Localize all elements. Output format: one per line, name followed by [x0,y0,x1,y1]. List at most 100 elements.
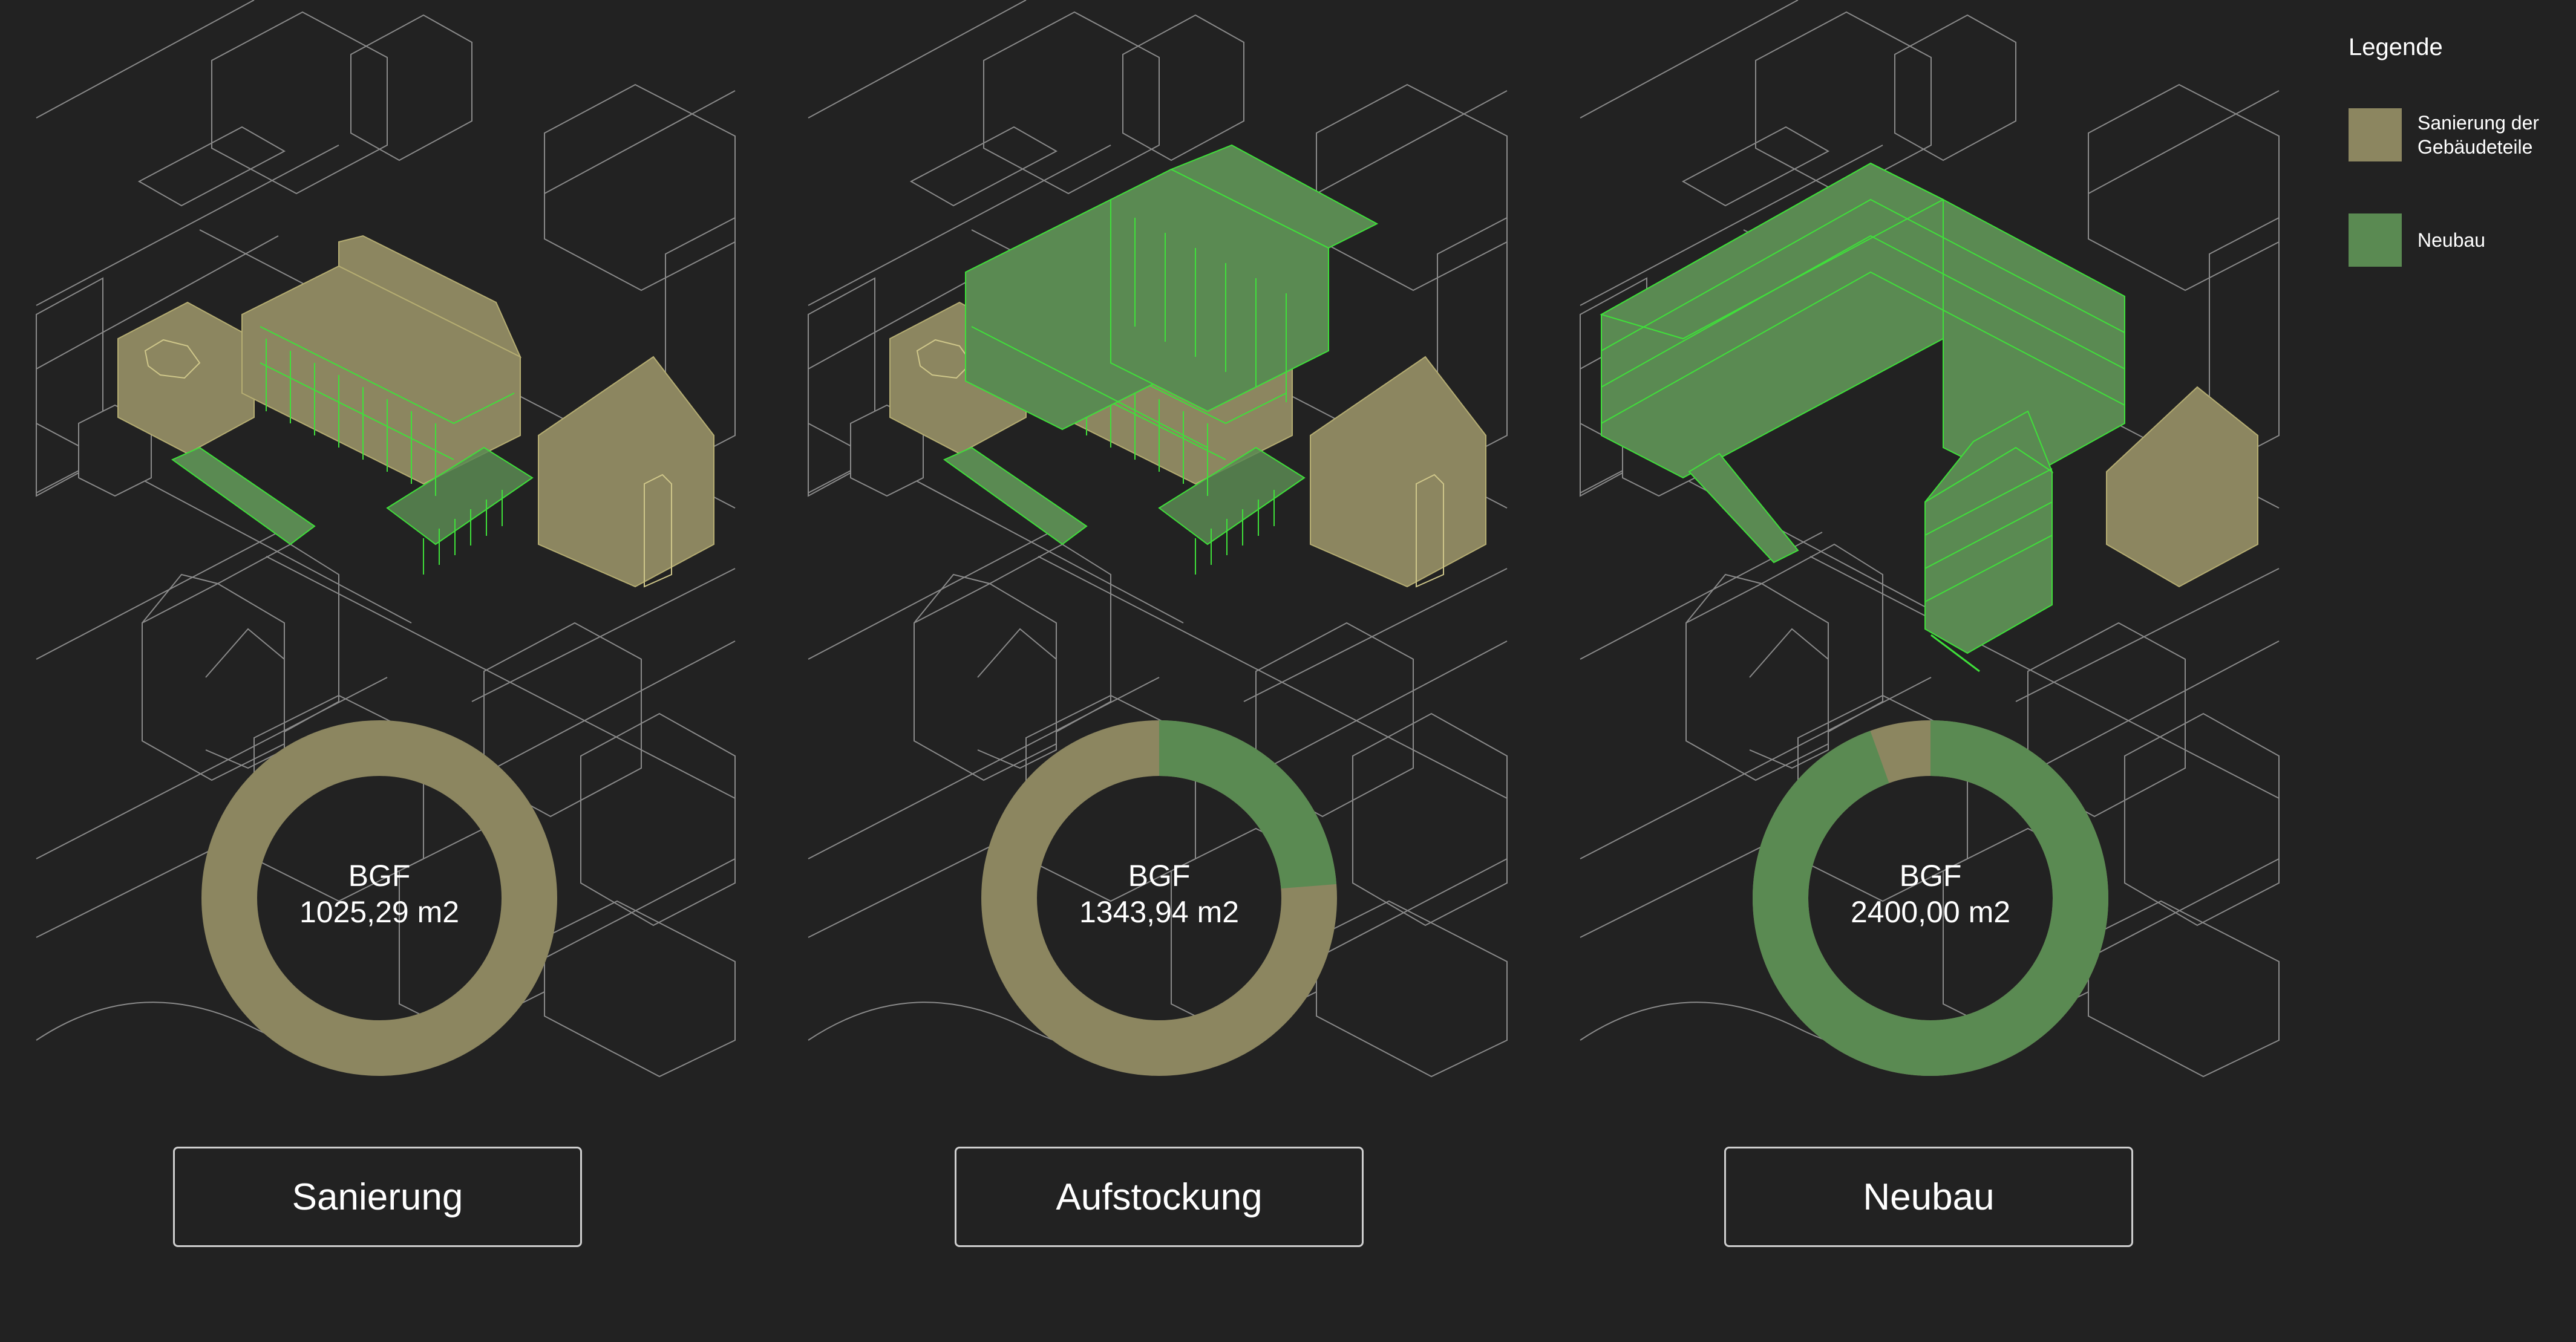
legend: Legende Sanierung der Gebäudeteile Neuba… [2349,34,2566,319]
sanierung-gable-house [2106,386,2258,588]
context-street-line [36,235,279,370]
scenario-panel-sanierung: BGF 1025,29 m2 Sanierung [0,0,736,1342]
neubau-storey-line [1601,198,2125,351]
sanierung-gable-house [1310,356,1486,588]
sanierung-left-wing [117,301,255,455]
context-street-line [1580,0,1799,119]
context-street-line [1580,145,1883,306]
canopy-roof [1158,446,1306,546]
context-street-line [1316,90,1508,194]
context-building [2088,83,2280,292]
context-building [1681,126,1830,207]
ground-edge [1930,634,1980,673]
canopy-roof [386,446,534,546]
context-building [350,14,472,161]
legend-label-sanierung: Sanierung der Gebäudeteile [2417,112,2540,158]
context-small-box [850,404,924,497]
structure-frame-top [260,326,515,425]
context-building [580,712,736,927]
context-building [1755,11,1932,195]
context-street-line [808,840,1002,938]
context-building [2124,712,2280,927]
gable-door [1416,474,1444,588]
context-building [137,126,286,207]
neubau-button[interactable]: Neubau [1724,1147,2133,1247]
donut-svg [201,720,557,1076]
context-street-line [2015,568,2280,702]
neubau-storey-line [1924,535,2053,602]
structure-frame-mid [260,362,454,460]
donut-value: 2400,00 m2 [1850,895,2011,929]
neubau-storey-line [1601,235,2125,388]
sanierung-gable-house [538,356,714,588]
sanierung-button[interactable]: Sanierung [173,1147,582,1247]
legend-item-sanierung: Sanierung der Gebäudeteile [2349,108,2566,161]
donut-title: BGF [348,859,411,893]
context-street-line [266,556,736,799]
context-street-line [1038,556,1508,799]
context-building [1316,83,1508,292]
context-building [1894,14,2016,161]
donut-value: 1343,94 m2 [1079,895,1240,929]
walkway [943,446,1088,546]
neubau-storey-line [1924,468,2053,536]
legend-label-neubau: Neubau [2417,229,2486,251]
isometric-site-drawing [808,0,1508,1078]
aufstockung-frame-mid [971,326,1208,448]
donut-svg [981,720,1337,1076]
donut-value: 1025,29 m2 [299,895,460,929]
context-street-line [2088,90,2280,194]
scenario-panel-aufstockung: BGF 1343,94 m2 Aufstockung [772,0,1508,1342]
legend-swatch-neubau [2349,213,2402,267]
context-building [544,83,736,292]
context-street-line [471,568,736,702]
context-building [211,11,388,195]
isometric-site-drawing [1580,0,2280,1078]
context-street-line [36,145,339,306]
context-street-line [1580,840,1774,938]
context-street-line [1243,640,1508,781]
donut-title: BGF [1899,859,1962,893]
context-street-line [471,640,736,781]
walkway [1688,452,1799,564]
donut-segment-sanierung [201,720,557,1076]
donut-segment-neubau [1753,720,2108,1076]
context-building [1352,712,1508,927]
context-building [544,900,736,1078]
context-street-line [2015,640,2280,781]
legend-swatch-sanierung [2349,108,2402,161]
context-house-outline [1749,628,1829,769]
bgf-donut-chart: BGF 2400,00 m2 [1749,717,2112,1080]
donut-title: BGF [1128,859,1191,893]
context-building [1316,900,1508,1078]
context-building [1122,14,1244,161]
donut-svg [1753,720,2108,1076]
bgf-donut-chart: BGF 1025,29 m2 [198,717,561,1080]
octagon-outline [144,339,201,379]
context-house-outline [1685,543,1883,732]
context-house-outline [205,628,285,769]
neubau-gable-roof [1924,410,2054,503]
scenario-panel-neubau: BGF 2400,00 m2 Neubau [1544,0,2280,1342]
walkway [171,446,316,546]
context-street-line [36,0,255,119]
bgf-donut-chart: BGF 1343,94 m2 [978,717,1341,1080]
legend-item-neubau: Neubau [2349,213,2566,267]
context-building [983,11,1160,195]
context-building [909,126,1058,207]
context-house-outline [977,628,1057,769]
context-street-line [808,0,1027,119]
context-street-line [1809,556,2280,799]
context-building [2088,900,2280,1078]
aufstockung-storey-roof [1169,144,1379,249]
sanierung-main-roof [338,235,522,359]
aufstockung-button[interactable]: Aufstockung [955,1147,1364,1247]
context-street-line [544,90,736,194]
context-street-line [36,532,279,660]
legend-title: Legende [2349,34,2443,60]
context-street-line [808,145,1111,306]
neubau-wing-right [1870,163,2125,485]
octagon-outline [916,339,973,379]
donut-segment-neubau [1159,720,1337,889]
neubau-storey-line [1601,271,2125,424]
